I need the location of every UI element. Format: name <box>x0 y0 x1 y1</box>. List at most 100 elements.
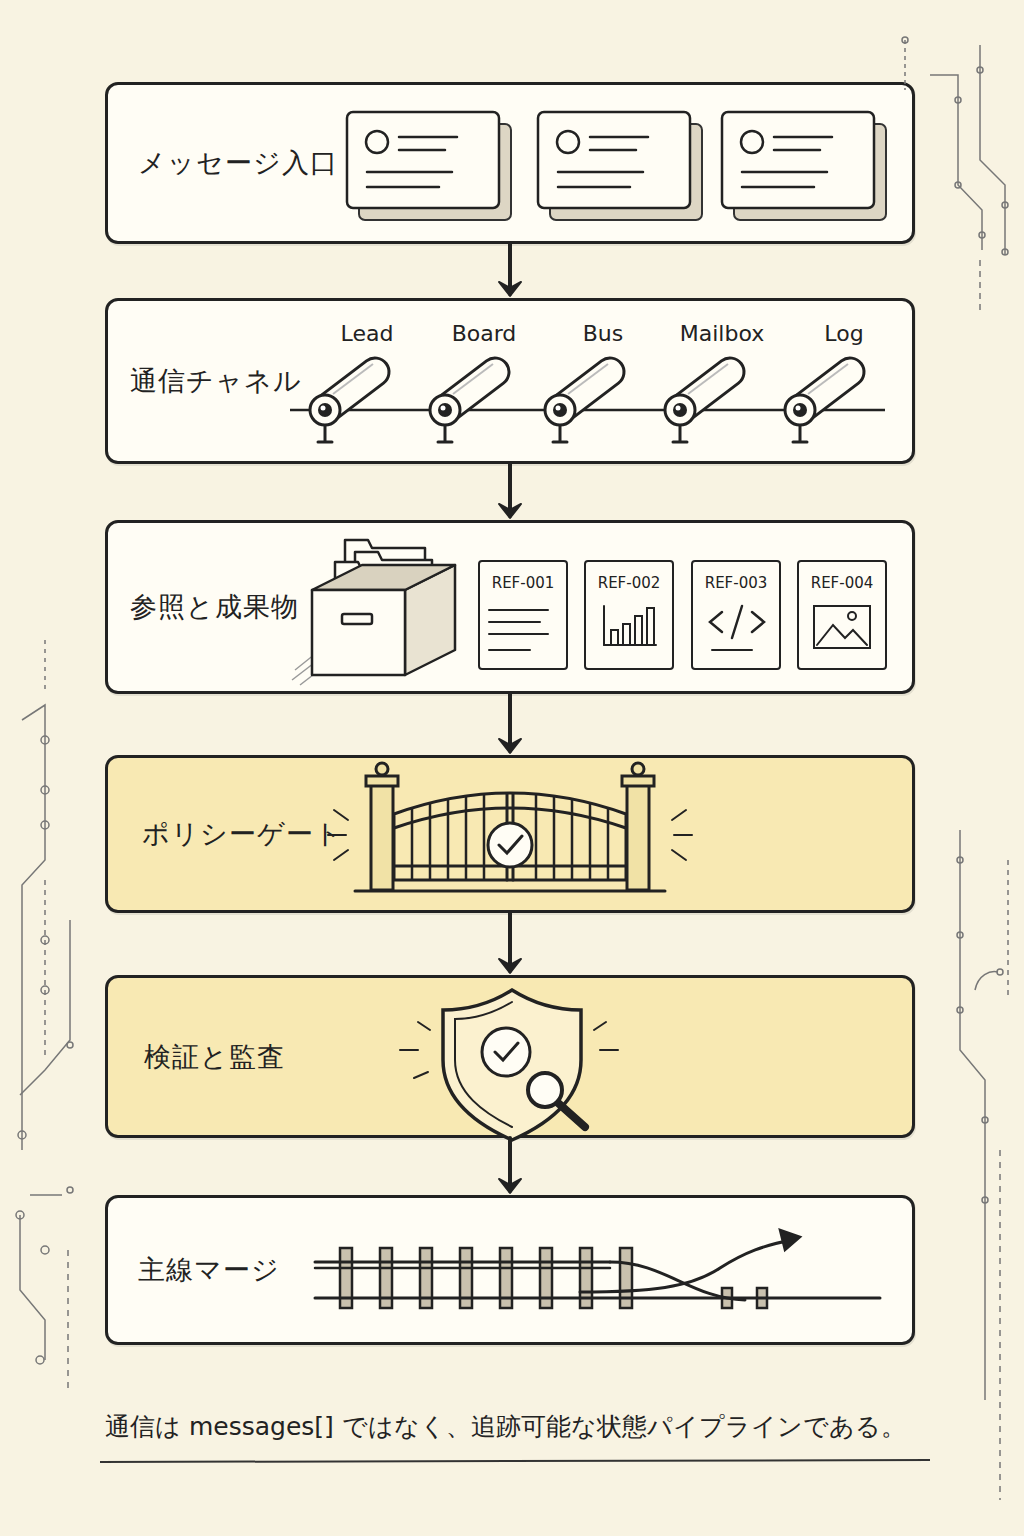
ref-icons-part <box>752 612 764 632</box>
circuit-trace-part <box>41 936 49 944</box>
rail-track-part <box>722 1288 732 1308</box>
circuit-trace-part <box>67 1187 73 1193</box>
shield-illustration-part <box>557 1102 585 1127</box>
gate-illustration-part <box>672 850 686 860</box>
ref-icons-part <box>647 608 654 645</box>
circuit-trace-part <box>44 880 46 1060</box>
gate-illustration-part <box>376 763 388 775</box>
stage-box: 通信チャネル <box>105 298 915 464</box>
circuit-trace-part <box>1002 202 1008 208</box>
ref-icons-part <box>732 606 742 638</box>
gate-illustration-part <box>371 784 393 890</box>
gate-illustration-part <box>627 784 649 890</box>
circuit-trace-part <box>957 857 963 863</box>
gate-illustration-part <box>334 850 348 860</box>
rail-track-part <box>580 1248 592 1308</box>
channel-rail-part <box>430 364 495 442</box>
ref-icons-part <box>712 649 752 651</box>
flow-arrow <box>499 244 521 296</box>
circuit-trace-part <box>30 1194 62 1196</box>
ref-icons-part <box>848 612 856 620</box>
circuit-trace-part <box>67 1042 73 1048</box>
circuit-trace-part <box>982 1117 988 1123</box>
circuit-trace-part <box>41 986 49 994</box>
circuit-trace-part <box>902 37 908 43</box>
circuit-trace-part <box>41 821 49 829</box>
rail-track-part <box>315 1261 610 1264</box>
gate-illustration-part <box>366 776 398 786</box>
channel-rail-part <box>785 364 850 442</box>
rail-track-part <box>460 1248 472 1308</box>
gate-illustration-part <box>622 776 654 786</box>
rail-track-part <box>540 1248 552 1308</box>
file-box-part <box>355 552 432 605</box>
ref-icons-part <box>814 606 870 648</box>
rail-track-part <box>315 1297 880 1300</box>
arrow-head <box>499 282 521 296</box>
circuit-trace-part <box>960 830 985 1400</box>
ref-icons-part <box>489 633 548 635</box>
ref-id: REF-003 <box>693 574 779 592</box>
circuit-trace-part <box>20 920 70 1095</box>
rail-track-part <box>315 1267 610 1270</box>
ref-card: REF-004 <box>797 560 887 670</box>
message-cards-part <box>722 112 886 220</box>
gate-illustration-part <box>412 770 608 880</box>
gate-illustration-part <box>328 834 346 836</box>
circuit-trace-part <box>41 736 49 744</box>
gate-illustration-part-part <box>571 770 574 880</box>
circuit-trace-part <box>16 1211 24 1219</box>
arrow-line <box>508 1138 512 1191</box>
ref-card: REF-003 <box>691 560 781 670</box>
file-box-part <box>295 650 320 670</box>
circuit-trace-part <box>18 1131 26 1139</box>
arrow-head <box>499 959 521 973</box>
gate-illustration-part <box>632 763 644 775</box>
ref-icons-part <box>611 630 618 645</box>
gate-illustration-part-part <box>447 770 450 880</box>
file-box <box>292 540 455 685</box>
gate-illustration-part <box>488 823 532 867</box>
circuit-trace-part <box>20 1215 45 1360</box>
circuit-trace-part <box>67 1250 69 1390</box>
message-cards-part <box>538 112 702 220</box>
stage-label: メッセージ入口 <box>138 145 338 181</box>
file-box-part <box>300 668 322 685</box>
arrow-head <box>499 1179 521 1193</box>
circuit-trace-part <box>1007 860 1009 1000</box>
message-cards-part <box>347 112 511 220</box>
gate-illustration-part <box>334 810 348 820</box>
shield-illustration-part <box>414 1072 428 1078</box>
flow-arrow <box>499 913 521 973</box>
circuit-trace-part <box>979 260 981 315</box>
gate-illustration-part <box>394 793 626 880</box>
channel-rail-part <box>290 409 885 412</box>
stage-label: 検証と監査 <box>144 1039 285 1075</box>
gate-illustration-part-part <box>429 770 432 880</box>
gate-illustration-part-part <box>411 770 414 880</box>
gate-illustration-part <box>499 836 522 853</box>
ref-icons-part <box>489 609 548 611</box>
gate-illustration-part <box>674 834 692 836</box>
circuit-trace-part <box>41 1246 49 1254</box>
circuit-trace-part <box>44 640 46 690</box>
circuit-trace-part <box>975 972 998 990</box>
flow-arrow <box>499 464 521 518</box>
caption-underline <box>100 1460 930 1462</box>
gate-illustration-part <box>672 810 686 820</box>
shield-illustration-part <box>443 990 581 1140</box>
caption-underline-part <box>100 1460 930 1462</box>
ref-card: REF-002 <box>584 560 674 670</box>
arrow-line <box>508 464 512 516</box>
gate-illustration-part <box>394 865 626 868</box>
ref-icons-part <box>603 606 605 645</box>
stage-label: 通信チャネル <box>130 363 302 399</box>
stage-box: ポリシーゲート <box>105 755 915 913</box>
ref-icons-part <box>604 644 656 646</box>
circuit-trace-part <box>36 1356 44 1364</box>
circuit-trace-part <box>904 40 906 90</box>
file-box-part <box>312 590 405 675</box>
shield-illustration-part <box>495 1043 518 1060</box>
